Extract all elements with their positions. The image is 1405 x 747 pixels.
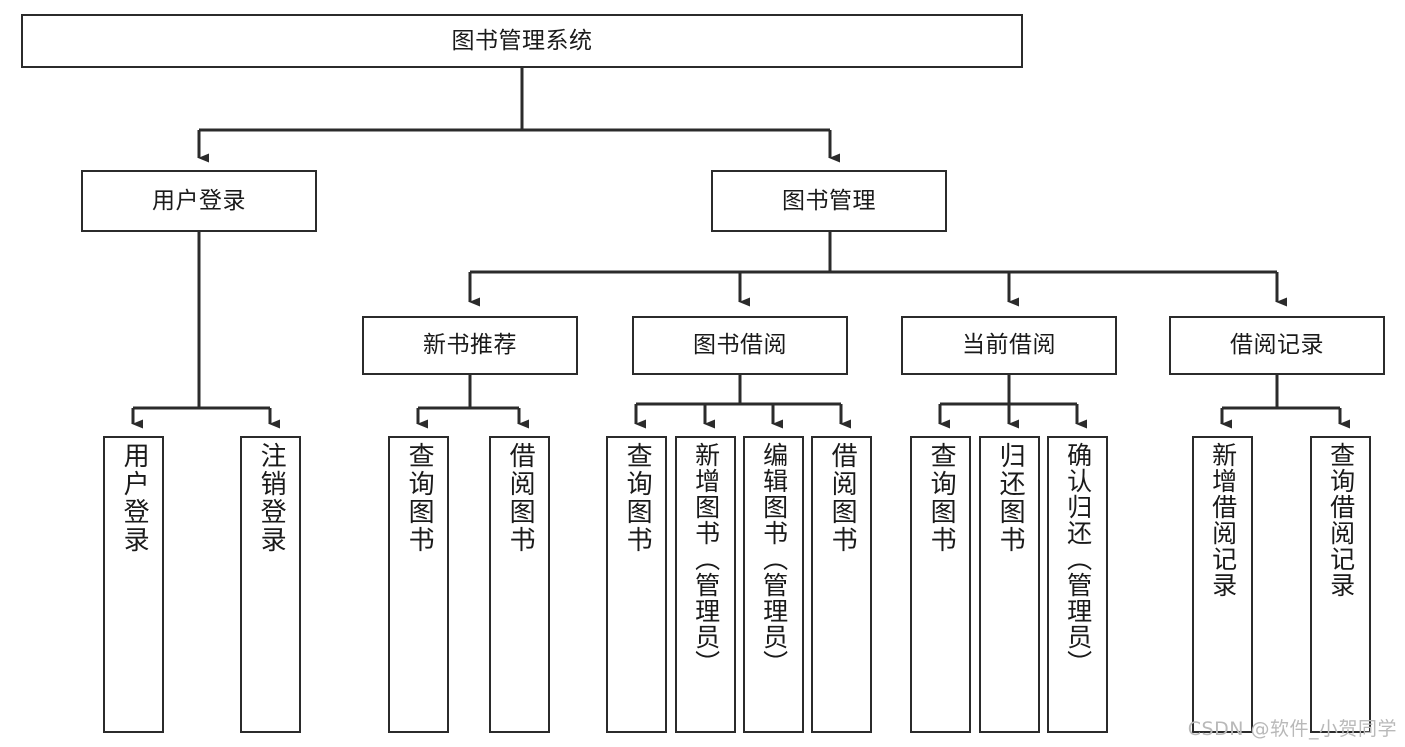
node-label: 新增借阅记录 (1208, 442, 1238, 598)
node-label: 新增图书（管理员） (691, 442, 721, 676)
leaf-borrow-record-query[interactable]: 查询借阅记录 (1310, 436, 1371, 733)
node-label: 查询图书 (404, 442, 435, 554)
node-label: 查询借阅记录 (1326, 442, 1356, 598)
node-label: 图书管理系统 (451, 27, 593, 54)
leaf-current-borrow-confirm-return[interactable]: 确认归还（管理员） (1047, 436, 1108, 733)
node-label: 注销登录 (256, 442, 287, 554)
leaf-book-borrow-borrow[interactable]: 借阅图书 (811, 436, 872, 733)
node-label: 归还图书 (995, 442, 1026, 554)
node-book-management[interactable]: 图书管理 (711, 170, 947, 232)
leaf-new-book-query[interactable]: 查询图书 (388, 436, 449, 733)
node-borrow-record[interactable]: 借阅记录 (1169, 316, 1385, 375)
leaf-user-login-logout[interactable]: 注销登录 (240, 436, 301, 733)
leaf-current-borrow-query[interactable]: 查询图书 (910, 436, 971, 733)
node-label: 编辑图书（管理员） (759, 442, 789, 676)
node-current-borrow[interactable]: 当前借阅 (901, 316, 1117, 375)
leaf-book-borrow-query[interactable]: 查询图书 (606, 436, 667, 733)
leaf-current-borrow-return[interactable]: 归还图书 (979, 436, 1040, 733)
node-label: 用户登录 (152, 187, 246, 214)
node-label: 图书借阅 (693, 332, 787, 358)
node-user-login[interactable]: 用户登录 (81, 170, 317, 232)
node-label: 图书管理 (782, 187, 876, 214)
node-book-borrow[interactable]: 图书借阅 (632, 316, 848, 375)
node-root-system[interactable]: 图书管理系统 (21, 14, 1023, 68)
node-new-book-recommend[interactable]: 新书推荐 (362, 316, 578, 375)
node-label: 借阅图书 (505, 442, 536, 554)
node-label: 新书推荐 (423, 332, 517, 358)
node-label: 查询图书 (622, 442, 653, 554)
node-label: 确认归还（管理员） (1063, 442, 1093, 676)
node-label: 借阅图书 (827, 442, 858, 554)
leaf-book-borrow-edit[interactable]: 编辑图书（管理员） (743, 436, 804, 733)
node-label: 用户登录 (119, 442, 150, 554)
csdn-watermark: CSDN @软件_小贺同学 (1187, 718, 1397, 740)
leaf-book-borrow-add[interactable]: 新增图书（管理员） (675, 436, 736, 733)
leaf-new-book-borrow[interactable]: 借阅图书 (489, 436, 550, 733)
leaf-borrow-record-add[interactable]: 新增借阅记录 (1192, 436, 1253, 733)
leaf-user-login-login[interactable]: 用户登录 (103, 436, 164, 733)
node-label: 查询图书 (926, 442, 957, 554)
node-label: 当前借阅 (962, 332, 1056, 358)
node-label: 借阅记录 (1230, 332, 1324, 358)
